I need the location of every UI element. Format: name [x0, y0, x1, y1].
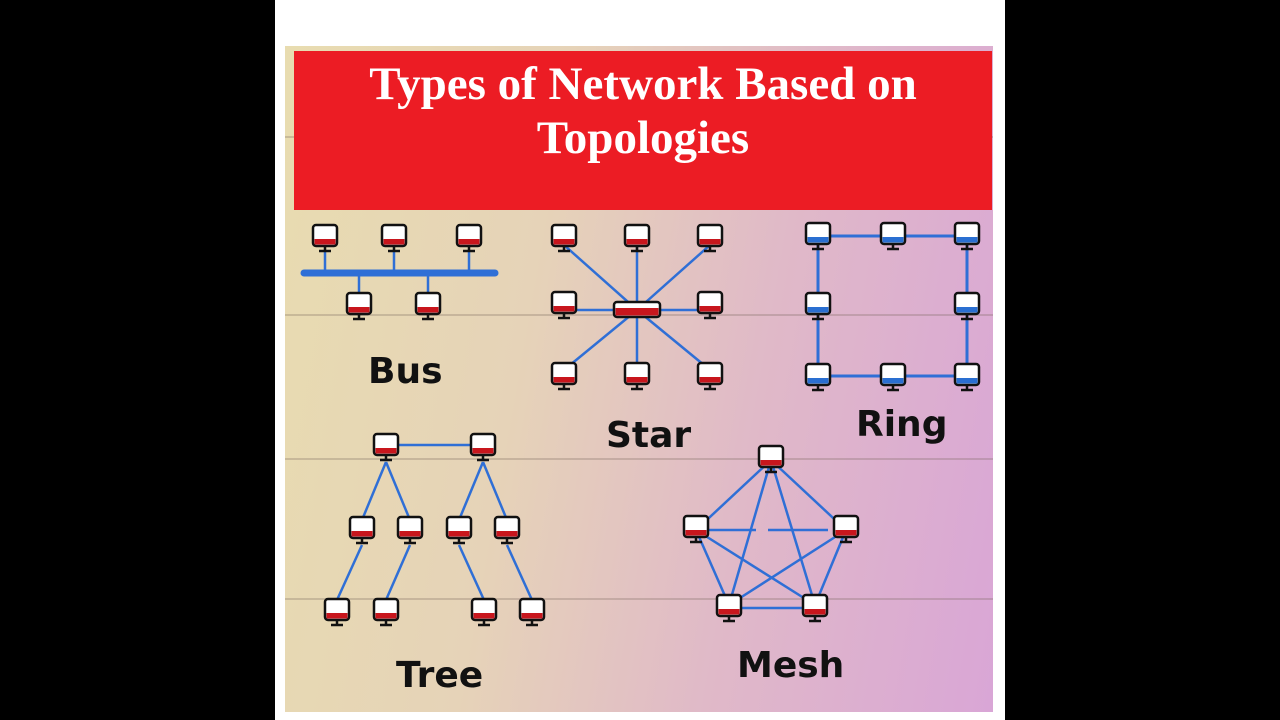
mesh-topology [682, 444, 860, 623]
title-line-1: Types of Network Based on [369, 58, 917, 110]
title-banner: Types of Network Based on Topologies [294, 51, 992, 210]
mesh-label: Mesh [737, 645, 845, 686]
page-title: Types of Network Based on Topologies [294, 57, 992, 165]
tree-label: Tree [396, 655, 484, 696]
bus-label: Bus [368, 351, 443, 392]
title-line-2: Topologies [536, 112, 750, 164]
ring-label: Ring [856, 404, 948, 445]
tree-topology [323, 432, 546, 627]
hub-switch [612, 300, 662, 319]
ring-topology [804, 221, 981, 392]
bus-topology [300, 223, 499, 321]
star-label: Star [606, 415, 692, 456]
star-topology [550, 223, 724, 391]
